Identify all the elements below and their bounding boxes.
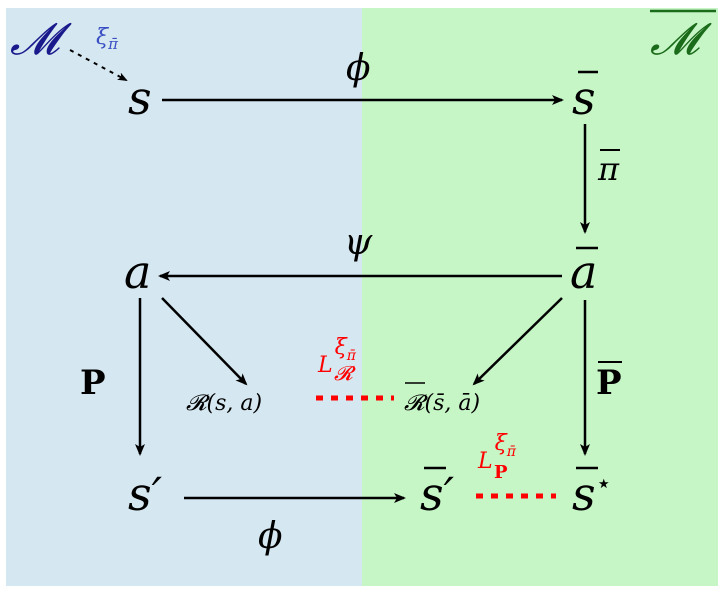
label-psi: ψ xyxy=(344,222,373,263)
original-mdp-panel xyxy=(6,8,362,586)
arrow-a-to-reward xyxy=(161,297,248,386)
label-P-bar: P xyxy=(596,363,622,403)
transition-lipschitz-sup: ξ xyxy=(495,431,509,456)
reward-lipschitz-subscript: 𝓡 xyxy=(334,361,356,385)
initial-distribution-label: ξπ̄ xyxy=(96,25,119,53)
label-P: P xyxy=(80,363,106,403)
node-reward: 𝓡(s, a) xyxy=(186,391,262,416)
label-phi-top: ϕ xyxy=(346,48,371,89)
label-pi-bar: π xyxy=(597,150,620,188)
node-s-prime: s′ xyxy=(128,467,163,521)
node-a-bar: a xyxy=(570,245,597,299)
node-s: s xyxy=(128,71,152,125)
node-reward-bar: 𝓡(s̄, ā) xyxy=(404,391,480,416)
node-s-star: s⋆ xyxy=(572,467,612,521)
initial-distribution-arrow xyxy=(69,49,128,81)
node-s-bar-prime: s′ xyxy=(420,467,455,521)
label-phi-bottom: ϕ xyxy=(258,516,283,557)
reward-lipschitz-sup: ξ xyxy=(335,335,349,360)
transition-lipschitz-subscript: P xyxy=(494,462,508,483)
star-superscript: ⋆ xyxy=(596,469,612,499)
reward-lipschitz-sup-sub: π̄ xyxy=(346,348,357,364)
node-a: a xyxy=(124,245,151,299)
arrow-a-bar-to-reward-bar xyxy=(472,297,563,386)
initial-distribution-subscript: π̄ xyxy=(107,35,119,53)
node-s-bar: s xyxy=(572,71,596,125)
reward-lipschitz-label: Lξπ̄ xyxy=(317,335,357,378)
transition-lipschitz-label: Lξπ̄ xyxy=(477,431,517,474)
transition-lipschitz-sup-sub: π̄ xyxy=(506,444,517,460)
latent-mdp-panel xyxy=(362,8,718,586)
